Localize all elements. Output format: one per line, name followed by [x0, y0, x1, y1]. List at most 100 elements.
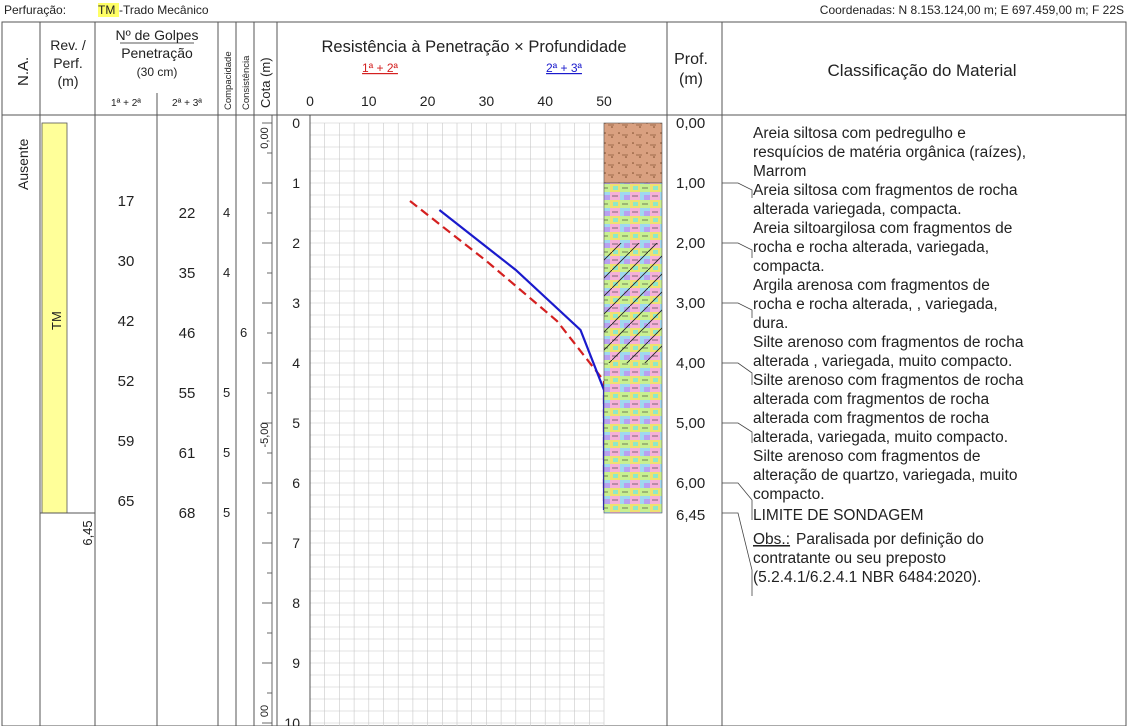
- depth-tick-label: 7: [292, 535, 300, 551]
- header-golpes-col2: 2ª + 3ª: [172, 98, 202, 109]
- depth-tick-label: 2: [292, 235, 300, 251]
- sounding-limit: LIMITE DE SONDAGEM: [753, 507, 924, 524]
- chart-grid: [309, 122, 605, 726]
- prof-label: 2,00: [676, 235, 705, 252]
- blows-1-2: 42: [118, 313, 135, 330]
- depth-column: 0,001,002,003,004,005,006,006,45: [676, 115, 705, 524]
- classification-line: Areia siltoargilosa com fragmentos de: [753, 220, 1012, 237]
- header-compacidade: Compacidade: [223, 51, 234, 110]
- consistencia-value: 6: [240, 325, 247, 340]
- obs-line: (5.2.4.1/6.2.4.1 NBR 6484:2020).: [753, 569, 981, 586]
- legend-series-2: 2ª + 3ª: [546, 61, 582, 75]
- method-bar: [41, 122, 68, 514]
- header-na: N.A.: [15, 57, 32, 86]
- depth-tick-label: 8: [292, 595, 300, 611]
- depth-tick-label: 6: [292, 475, 300, 491]
- layer-clay-hatch: [604, 243, 662, 363]
- obs-line: contratante ou seu preposto: [753, 550, 946, 567]
- classification-line: compacta.: [753, 258, 825, 275]
- blow-row: 65 68 5: [118, 493, 231, 522]
- chart-title: Resistência à Penetração × Profundidade: [322, 38, 627, 56]
- classification-line: rocha e rocha alterada, variegada,: [753, 239, 989, 256]
- classification-line: rocha e rocha alterada, , variegada,: [753, 296, 998, 313]
- classification-line: resquícios de matéria orgânica (raízes),: [753, 144, 1026, 161]
- classification-line: alterada, variegada, muito compacto.: [753, 429, 1008, 446]
- obs-label: Obs.:: [753, 531, 790, 548]
- header-classification: Classificação do Material: [828, 61, 1017, 80]
- depth-tick-label: 0: [292, 115, 300, 131]
- blows-2-3: 22: [179, 205, 196, 222]
- prof-label: 5,00: [676, 415, 705, 432]
- classification-line: alteração de quartzo, variegada, muito: [753, 467, 1018, 484]
- soil-profile: [603, 122, 663, 514]
- header-cota: Cota (m): [258, 57, 273, 108]
- classification-line: Marrom: [753, 163, 806, 180]
- prof-label: 6,45: [676, 507, 705, 524]
- compacidade-value: 5: [223, 445, 230, 460]
- x-tick-label: 40: [537, 93, 553, 109]
- classification-line: Silte arenoso com fragmentos de: [753, 448, 980, 465]
- drilling-method-name: -Trado Mecânico: [119, 3, 209, 17]
- classification-line: alterada , variegada, muito compacto.: [753, 353, 1012, 370]
- na-value: Ausente: [15, 138, 31, 190]
- header-golpes-2: Penetração: [121, 45, 193, 61]
- leader-lines: [722, 182, 753, 596]
- classification-line: alterada com fragmentos de rocha: [753, 410, 989, 427]
- column-headers: N.A. Rev. / Perf. (m) Nº de Golpes Penet…: [15, 27, 1016, 110]
- prof-label: 1,00: [676, 175, 705, 192]
- obs-line: Paralisada por definição do: [796, 531, 984, 548]
- legend-series-1: 1ª + 2ª: [362, 61, 398, 75]
- prof-label: 0,00: [676, 115, 705, 132]
- header-rev-3: (m): [58, 73, 79, 89]
- blows-2-3: 61: [179, 445, 196, 462]
- header-rev-2: Perf.: [53, 55, 83, 71]
- classification-line: Areia siltosa com pedregulho e: [753, 125, 966, 142]
- table-frame: [1, 21, 1127, 726]
- classification-line: Silte arenoso com fragmentos de rocha: [753, 372, 1024, 389]
- rev-depth: 6,45: [80, 520, 95, 545]
- blow-row: 42 46 6: [118, 313, 248, 342]
- classification-line: Silte arenoso com fragmentos de rocha: [753, 334, 1024, 351]
- depth-tick-label: 5: [292, 415, 300, 431]
- drilling-code-highlight: [98, 3, 119, 17]
- blows-1-2: 17: [118, 193, 135, 210]
- prof-label: 4,00: [676, 355, 705, 372]
- header-prof-2: (m): [679, 71, 703, 88]
- header-prof-1: Prof.: [674, 51, 708, 68]
- coordinates: Coordenadas: N 8.153.124,00 m; E 697.459…: [820, 3, 1124, 17]
- blows-1-2: 52: [118, 373, 135, 390]
- compacidade-value: 4: [223, 265, 230, 280]
- blows-1-2: 30: [118, 253, 135, 270]
- classification-line: Areia siltosa com fragmentos de rocha: [753, 182, 1018, 199]
- blow-row: 30 35 4: [118, 253, 231, 282]
- method-label: TM: [49, 311, 64, 330]
- prof-label: 3,00: [676, 295, 705, 312]
- classification-line: alterada variegada, compacta.: [753, 201, 962, 218]
- blows-1-2: 65: [118, 493, 135, 510]
- classification-line: compacto.: [753, 486, 825, 503]
- x-tick-label: 0: [306, 93, 314, 109]
- classification-column: Areia siltosa com pedregulho e resquícios…: [753, 125, 1026, 586]
- x-tick-label: 50: [596, 93, 612, 109]
- depth-tick-label: 3: [292, 295, 300, 311]
- classification-line: alterada com fragmentos de rocha: [753, 391, 989, 408]
- classification-line: Argila arenosa com fragmentos de: [753, 277, 990, 294]
- header-golpes-col1: 1ª + 2ª: [111, 98, 141, 109]
- drilling-method-code: TM: [98, 3, 115, 17]
- x-tick-label: 10: [361, 93, 377, 109]
- blows-2-3: 68: [179, 505, 196, 522]
- header-consistencia: Consistência: [241, 55, 252, 110]
- blows-2-3: 46: [179, 325, 196, 342]
- x-tick-label: 20: [420, 93, 436, 109]
- blows-2-3: 35: [179, 265, 196, 282]
- header-golpes-1: Nº de Golpes: [116, 27, 199, 43]
- compacidade-value: 5: [223, 505, 230, 520]
- compacidade-value: 5: [223, 385, 230, 400]
- classification-line: dura.: [753, 315, 788, 332]
